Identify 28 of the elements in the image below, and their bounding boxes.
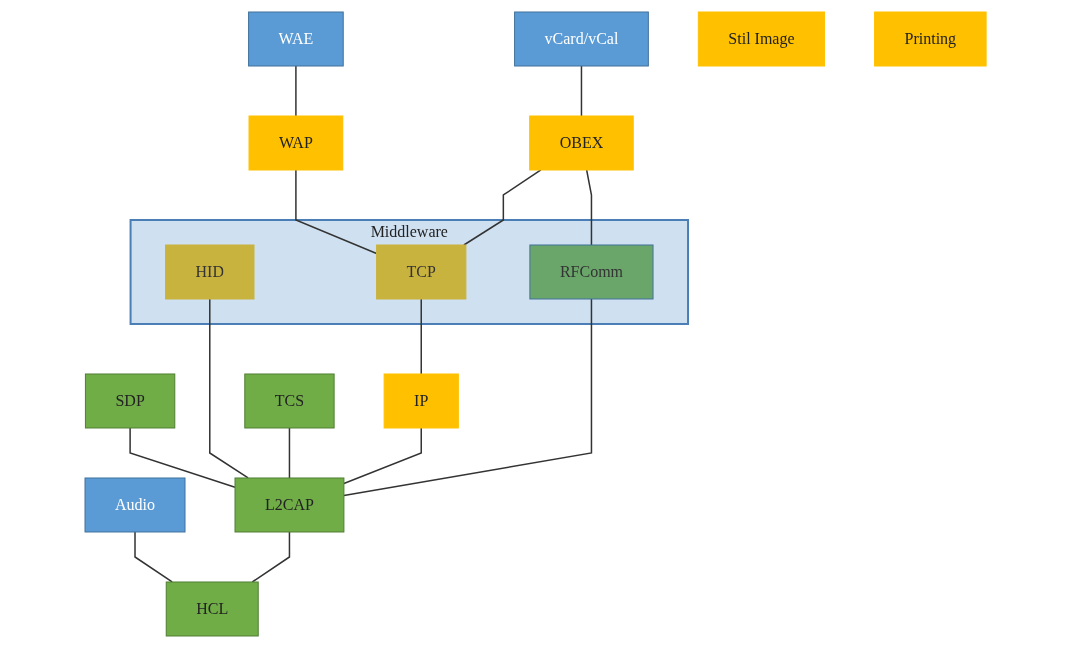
connector bbox=[295, 168, 378, 254]
connector bbox=[586, 168, 593, 246]
node-box: RFComm bbox=[529, 244, 654, 299]
node-box: Stil Image bbox=[698, 11, 826, 66]
node-box: IP bbox=[384, 373, 460, 428]
node-box: TCP bbox=[376, 244, 467, 299]
connector bbox=[295, 64, 298, 117]
node-box: Audio bbox=[84, 477, 186, 532]
connector bbox=[209, 297, 250, 479]
connector bbox=[581, 64, 583, 117]
node-box: HID bbox=[165, 244, 255, 299]
node-box: vCard/vCal bbox=[514, 11, 650, 66]
node-box: Printing bbox=[874, 11, 988, 66]
node-box: L2CAP bbox=[234, 477, 345, 532]
connector bbox=[129, 426, 237, 488]
node-box: WAP bbox=[248, 115, 344, 170]
connector bbox=[343, 426, 423, 484]
node-box: WAE bbox=[248, 11, 345, 66]
connector bbox=[252, 530, 291, 583]
node-box: TCS bbox=[244, 373, 336, 428]
node-box: SDP bbox=[85, 373, 176, 428]
node-box: OBEX bbox=[529, 115, 635, 170]
connector bbox=[420, 297, 423, 375]
node-box: HCL bbox=[166, 581, 260, 636]
connector bbox=[289, 426, 291, 479]
connector bbox=[134, 530, 174, 583]
connector bbox=[343, 297, 593, 496]
connector bbox=[463, 168, 543, 246]
